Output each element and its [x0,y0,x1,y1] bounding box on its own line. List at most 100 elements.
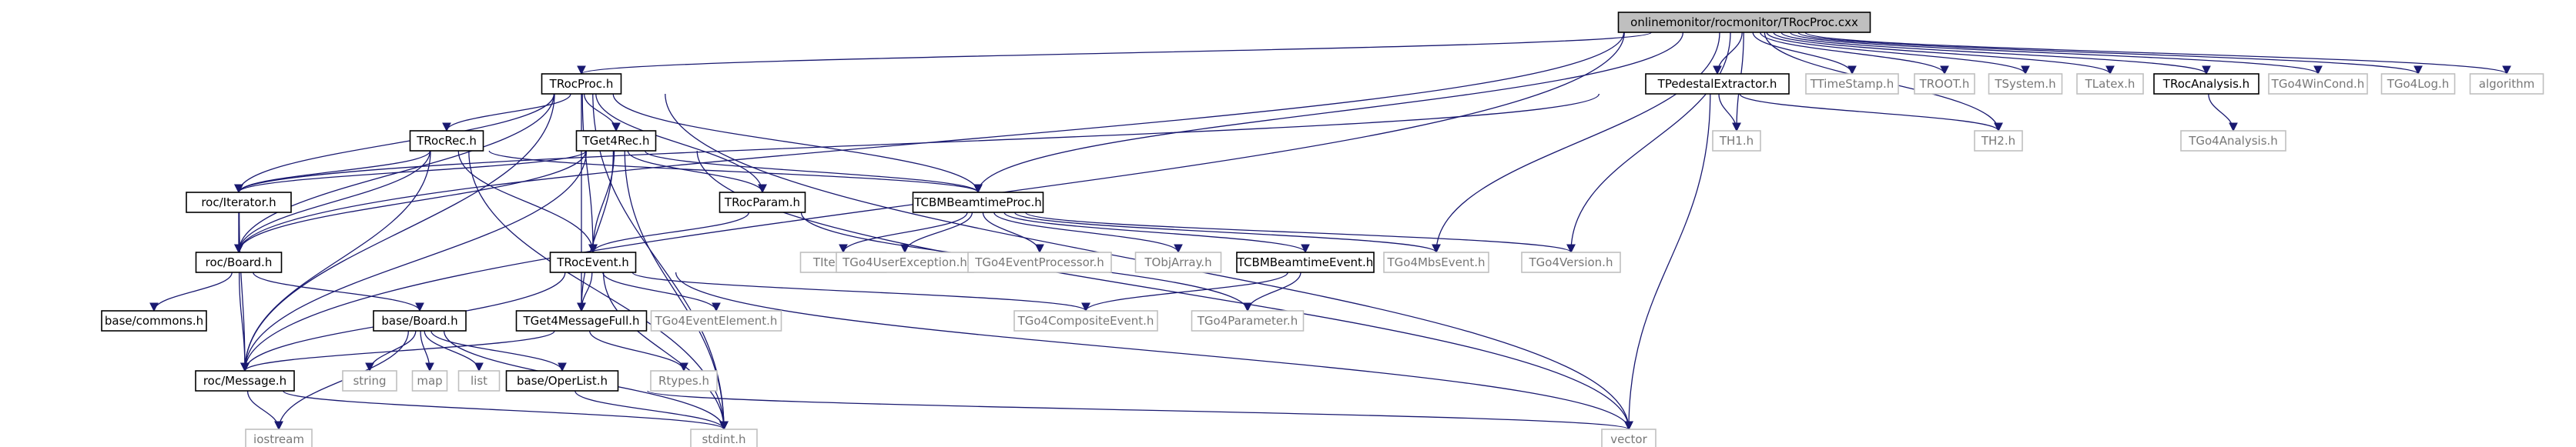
node-TGo4EventProcessor: TGo4EventProcessor.h [967,252,1112,273]
edge-TCBMBeamtimeProc-to-TGo4EventProcessor [982,212,1044,254]
edge-baseBoard-to-map [420,330,434,372]
node-label: base/Board.h [381,314,457,328]
node-box [409,130,484,152]
node-box [411,370,448,392]
node-box [1601,429,1656,447]
edge-TRocParam-to-TRocEvent [588,212,750,254]
edge-arrow [1024,212,1576,254]
edge-TGet4Rec-to-stdint [624,150,729,431]
edge-arrow [1752,32,1857,75]
node-box [541,73,622,95]
edge-root-to-TGo4WinCond [1789,32,2323,75]
node-baseOperList[interactable]: base/OperList.h [505,370,619,392]
node-label: TGo4Log.h [2387,77,2450,91]
node-TRocEvent[interactable]: TRocEvent.h [549,252,637,273]
edge-arrow [283,390,729,431]
node-box [2076,73,2144,95]
node-label: TRocAnalysis.h [2162,77,2249,91]
edge-TRocProc-to-TRocParam [595,93,767,194]
node-TRocProc[interactable]: TRocProc.h [541,73,622,95]
node-map: map [411,370,448,392]
node-box [1645,73,1790,95]
node-label: string [353,374,386,388]
edge-TRocEvent-to-vector [675,272,1633,431]
node-box [505,370,619,392]
node-box [195,370,295,392]
node-TRocParam[interactable]: TRocParam.h [719,192,806,213]
node-TGo4Log: TGo4Log.h [2380,73,2456,95]
node-box [515,310,648,332]
edge-root-to-TPedestalExtractor [1713,32,1743,75]
node-TRocRec[interactable]: TRocRec.h [409,130,484,152]
node-TH1: TH1.h [1712,130,1761,152]
node-label: TGo4Analysis.h [2188,134,2278,148]
edge-TRocProc-to-rocIterator [234,93,555,194]
node-TCBMBeamtimeEvent[interactable]: TCBMBeamtimeEvent.h [1236,252,1375,273]
node-TGet4Rec[interactable]: TGet4Rec.h [575,130,657,152]
node-label: TLatex.h [2085,77,2136,91]
node-TPedestalExtractor[interactable]: TPedestalExtractor.h [1645,73,1790,95]
edge-arrow [675,272,1633,431]
node-TRocAnalysis[interactable]: TRocAnalysis.h [2153,73,2259,95]
node-rocBoard[interactable]: roc/Board.h [195,252,283,273]
edge-arrow [457,150,598,254]
node-box [1521,252,1621,273]
edge-TCBMBeamtimeEvent-to-TGo4CompositeEvent [1081,272,1288,312]
edge-arrow [424,330,484,372]
edge-arrow [234,93,555,194]
edge-TGet4MessageFull-to-Rtypes [588,330,688,372]
node-baseBoard[interactable]: base/Board.h [373,310,467,332]
node-TCBMBeamtimeProc[interactable]: TCBMBeamtimeProc.h [912,192,1044,213]
node-label: TRocParam.h [724,195,800,209]
node-box [1617,12,1871,33]
edge-arrow [234,150,431,194]
edge-arrow [1766,32,2030,75]
edge-TRocProc-to-TGet4Rec [583,93,621,132]
node-box [2380,73,2456,95]
node-label: TPedestalExtractor.h [1657,77,1777,91]
edge-TRocRec-to-TCBMBeamtimeProc [488,150,983,194]
edge-TRocRec-to-rocBoard [234,150,431,254]
node-list: list [457,370,501,392]
node-box [2180,130,2286,152]
node-TGo4Analysis: TGo4Analysis.h [2180,130,2286,152]
node-box [245,429,313,447]
node-box [342,370,397,392]
edge-arrow [624,150,729,431]
node-baseCommons[interactable]: base/commons.h [101,310,207,332]
node-TGo4MbsEvent: TGo4MbsEvent.h [1383,252,1489,273]
edge-arrow [1432,32,1720,254]
edge-arrow [1797,32,2423,75]
edge-TCBMBeamtimeProc-to-TGo4UserException [900,212,973,254]
node-rocMessage[interactable]: roc/Message.h [195,370,295,392]
edge-TRocProc-to-TRocRec [442,93,571,132]
edge-arrow [2208,93,2238,132]
node-TGet4MessageFull[interactable]: TGet4MessageFull.h [515,310,648,332]
node-box [1236,252,1375,273]
node-box [457,370,501,392]
node-label: onlinemonitor/rocmonitor/TRocProc.cxx [1630,15,1858,29]
node-box [1914,73,1975,95]
node-iostream: iostream [245,429,313,447]
node-label: roc/Board.h [206,255,273,269]
edge-TPedestalExtractor-to-TH1 [1718,93,1741,132]
edge-arrow [602,272,729,431]
node-TGo4Version: TGo4Version.h [1521,252,1621,273]
edge-TRocProc-to-TCBMBeamtimeProc [612,93,983,194]
edge-rocMessage-to-iostream [246,390,283,431]
edge-TGet4Rec-to-TRocEvent [588,150,615,254]
edge-arrow [631,272,1090,312]
node-stdint: stdint.h [690,429,758,447]
node-box [549,252,637,273]
edge-arrow [595,93,767,194]
node-box [2469,73,2544,95]
node-label: iostream [253,432,304,446]
node-box [1988,73,2063,95]
edge-arrow [583,93,621,132]
edge-arrow [1773,32,2115,75]
edge-baseOperList-to-vector [647,390,1633,431]
node-label: TRocRec.h [416,134,477,148]
node-rocIterator[interactable]: roc/Iterator.h [186,192,292,213]
node-string: string [342,370,397,392]
